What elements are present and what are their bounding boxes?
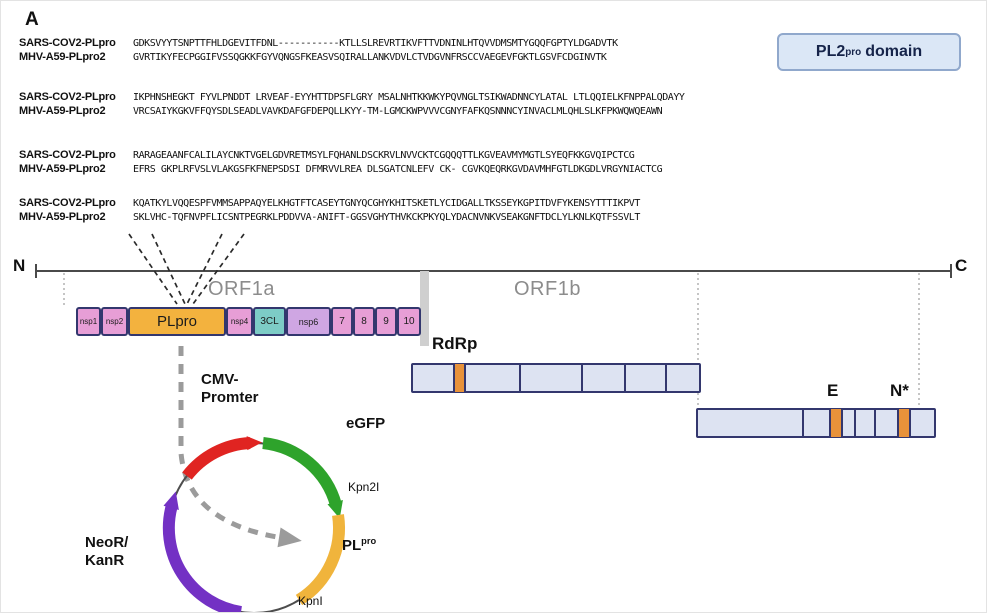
plpro-insert-label: PLpro xyxy=(342,532,376,555)
cmv-promoter-label-line2: Promter xyxy=(201,389,259,406)
alignment-callout-line-2 xyxy=(151,233,186,305)
cmv-promoter-label-line1: CMV- xyxy=(201,371,239,388)
e-protein-label: E xyxy=(827,381,839,400)
segment-divider xyxy=(519,364,521,392)
neor-kanr-label-line1: NeoR/ xyxy=(85,534,129,551)
alignment-block-3: SARS-COV2-PLpro RARAGEAANFCALILAYCNKTVGE… xyxy=(19,149,663,177)
nsp-box-nsp6: nsp6 xyxy=(286,307,331,336)
orf-boundary-band xyxy=(420,271,429,346)
rdrp-orange-segment xyxy=(453,364,466,392)
neor-kanr-label-line2: KanR xyxy=(85,552,125,569)
domain-box-suffix: domain xyxy=(865,43,923,60)
nsp-box-nsp2: nsp2 xyxy=(101,307,128,336)
segment-divider xyxy=(624,364,626,392)
nsp-box-label: 8 xyxy=(361,316,367,327)
sequence-label: SARS-COV2-PLpro xyxy=(19,91,116,103)
sequence-text: RARAGEAANFCALILAYCNKTVGELGDVRETMSYLFQHAN… xyxy=(133,150,635,161)
alignment-callout-line-4 xyxy=(186,233,223,305)
sequence-text: GVRTIKYFECPGGIFVSSQGKKFGYVQNGSFKEASVSQIR… xyxy=(133,52,607,63)
alignment-callout-line-1 xyxy=(128,233,178,305)
nsp-box-label: 7 xyxy=(339,316,345,327)
nsp-box-label: nsp1 xyxy=(79,317,98,326)
sequence-label: SARS-COV2-PLpro xyxy=(19,37,116,49)
c-terminus-label: C xyxy=(955,256,968,275)
sequence-row: SARS-COV2-PLpro GDKSVYYTSNPTTFHLDGEVITFD… xyxy=(19,37,618,51)
plpro-insert-arc xyxy=(295,514,345,606)
plpro-insert-label-text: PL xyxy=(342,537,362,554)
nsp-box-row: nsp1 nsp2 PLpro nsp4 3CL nsp6 7 8 9 10 xyxy=(76,307,421,336)
segment-divider xyxy=(802,409,804,437)
nsp-box-3cl: 3CL xyxy=(253,307,286,336)
domain-box-superscript: pro xyxy=(845,46,862,58)
nsp-box-label: nsp4 xyxy=(230,317,249,326)
alignment-block-1: SARS-COV2-PLpro GDKSVYYTSNPTTFHLDGEVITFD… xyxy=(19,37,618,65)
sequence-text: KQATKYLVQQESPFVMMSAPPAQYELKHGTFTCASEYTGN… xyxy=(133,198,640,209)
nsp-box-8: 8 xyxy=(353,307,375,336)
orf1b-label: ORF1b xyxy=(514,278,581,300)
nsp-box-label: 9 xyxy=(383,316,389,327)
sequence-text: IKPHNSHEGKT FYVLPNDDT LRVEAF-EYYHTTDPSFL… xyxy=(133,92,685,103)
sequence-row: MHV-A59-PLpro2 VRCSAIYKGKVFFQYSDLSEADLVA… xyxy=(19,105,684,119)
sequence-label: MHV-A59-PLpro2 xyxy=(19,211,106,223)
nsp-box-plpro: PLpro xyxy=(128,307,226,336)
segment-divider xyxy=(581,364,583,392)
sequence-text: SKLVHC-TQFNVPFLICSNTPEGRKLPDDVVA-ANIFT-G… xyxy=(133,212,640,223)
segment-divider xyxy=(874,409,876,437)
segment-divider xyxy=(854,409,856,437)
segment-divider xyxy=(665,364,667,392)
e-orange-segment xyxy=(829,409,843,437)
sequence-label: MHV-A59-PLpro2 xyxy=(19,51,106,63)
n-star-protein-label: N* xyxy=(890,381,909,400)
sequence-label: SARS-COV2-PLpro xyxy=(19,197,116,209)
alignment-block-4: SARS-COV2-PLpro KQATKYLVQQESPFVMMSAPPAQY… xyxy=(19,197,640,225)
neor-kanr-label: NeoR/ KanR xyxy=(85,534,128,570)
sequence-row: SARS-COV2-PLpro RARAGEAANFCALILAYCNKTVGE… xyxy=(19,149,662,163)
domain-box-text: PL2 xyxy=(815,43,846,60)
kpni-site-label: KpnI xyxy=(298,594,323,608)
nsp-box-label: 10 xyxy=(403,316,415,327)
nsp-box-nsp1: nsp1 xyxy=(76,307,101,336)
sequence-row: MHV-A59-PLpro2 EFRS GKPLRFVSLVLAKGSFKFNE… xyxy=(19,163,663,177)
sequence-row: SARS-COV2-PLpro KQATKYLVQQESPFVMMSAPPAQY… xyxy=(19,197,640,211)
rdrp-box xyxy=(411,363,701,393)
sequence-text: GDKSVYYTSNPTTFHLDGEVITFDNL-----------KTL… xyxy=(133,38,618,49)
rdrp-label: RdRp xyxy=(432,334,478,353)
orf1a-label: ORF1a xyxy=(208,278,275,300)
nsp-box-label: PLpro xyxy=(156,313,198,330)
sequence-row: SARS-COV2-PLpro IKPHNSHEGKT FYVLPNDDT LR… xyxy=(19,91,685,105)
sequence-row: MHV-A59-PLpro2 SKLVHC-TQFNVPFLICSNTPEGRK… xyxy=(19,211,640,225)
alignment-block-2: SARS-COV2-PLpro IKPHNSHEGKT FYVLPNDDT LR… xyxy=(19,91,685,119)
cmv-promoter-label: CMV- Promter xyxy=(201,371,259,407)
structural-protein-box xyxy=(696,408,936,438)
egfp-label: eGFP xyxy=(346,415,386,432)
sequence-text: EFRS GKPLRFVSLVLAKGSFKFNEPSDSI DFMRVVLRE… xyxy=(133,164,663,175)
nsp-box-label: 3CL xyxy=(260,316,279,327)
kpn2i-site-label: Kpn2I xyxy=(348,480,380,494)
nsp-box-10: 10 xyxy=(397,307,421,336)
nsp-box-label: nsp6 xyxy=(298,316,319,327)
cmv-promoter-arrow xyxy=(182,436,262,480)
panel-label: A xyxy=(25,9,39,30)
neor-kanr-arrow xyxy=(162,491,243,612)
nsp-box-9: 9 xyxy=(375,307,397,336)
sequence-text: VRCSAIYKGKVFFQYSDLSEADLVAVKDAFGFDEPQLLKY… xyxy=(133,106,663,117)
nsp-box-nsp4: nsp4 xyxy=(226,307,253,336)
cloning-dashed-arrow xyxy=(178,346,302,548)
sequence-label: MHV-A59-PLpro2 xyxy=(19,105,106,117)
nsp-box-label: nsp2 xyxy=(105,317,124,326)
n-terminus-label: N xyxy=(13,256,26,275)
alignment-callout-line-3 xyxy=(192,233,245,305)
n-star-orange-segment xyxy=(897,409,911,437)
sequence-label: MHV-A59-PLpro2 xyxy=(19,163,106,175)
plpro-insert-label-sup: pro xyxy=(361,536,377,546)
sequence-row: MHV-A59-PLpro2 GVRTIKYFECPGGIFVSSQGKKFGY… xyxy=(19,51,618,65)
egfp-arrow xyxy=(262,437,343,519)
sequence-label: SARS-COV2-PLpro xyxy=(19,149,116,161)
nsp-box-7: 7 xyxy=(331,307,353,336)
